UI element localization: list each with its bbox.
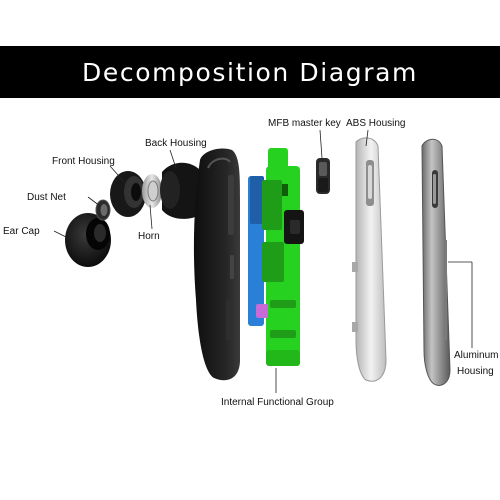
label-abs-housing: ABS Housing	[346, 118, 406, 129]
title-banner: Decomposition Diagram	[0, 46, 500, 98]
front-housing-part	[110, 171, 146, 217]
diagram-title: Decomposition Diagram	[82, 57, 418, 87]
label-aluminum-housing-line2: Housing	[457, 366, 494, 377]
label-mfb-master-key: MFB master key	[268, 118, 341, 129]
abs-housing-part	[352, 137, 387, 382]
aluminum-housing-part	[421, 138, 451, 386]
label-ear-cap: Ear Cap	[3, 226, 40, 237]
label-aluminum-housing-line1: Aluminum	[454, 350, 499, 361]
back-housing-part	[160, 148, 240, 381]
mfb-master-key-part	[316, 158, 330, 194]
dust-net-part	[95, 199, 111, 221]
horn-part	[142, 174, 162, 208]
label-dust-net: Dust Net	[27, 192, 66, 203]
leader-lines	[53, 129, 473, 393]
label-back-housing: Back Housing	[145, 138, 207, 149]
label-internal-functional-group: Internal Functional Group	[221, 397, 334, 408]
label-front-housing: Front Housing	[52, 156, 115, 167]
ear-cap-part	[65, 213, 111, 267]
label-horn: Horn	[138, 231, 160, 242]
internal-functional-group-part	[248, 148, 304, 366]
